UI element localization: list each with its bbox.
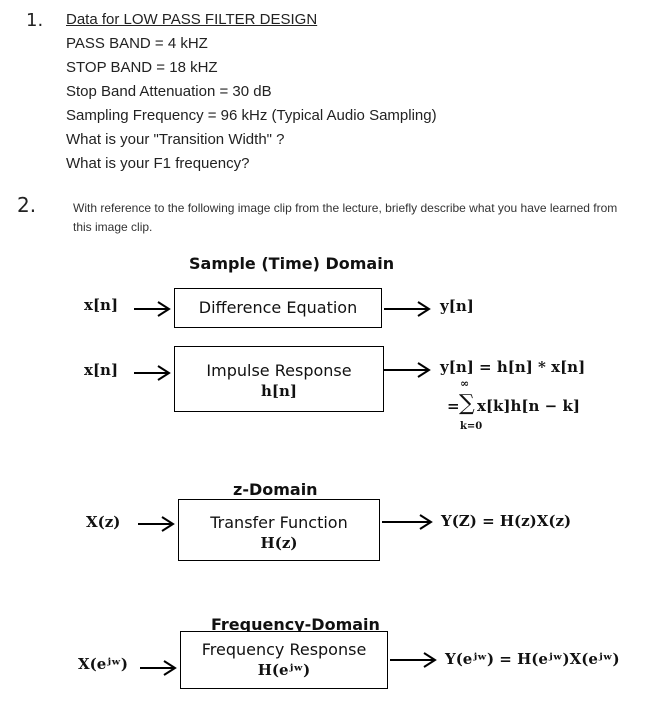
question-1-line: What is your "Transition Width" ? — [66, 131, 285, 148]
frequency-response-label: Frequency Response — [201, 640, 367, 659]
frequency-domain-title: Frequency-Domain — [211, 615, 380, 634]
question-1-line: STOP BAND = 18 kHZ — [66, 59, 218, 76]
row1-output: y[n] — [440, 297, 474, 315]
z-output-equation: Y(Z) = H(z)X(z) — [441, 512, 572, 530]
convolution-equation: y[n] = h[n] * x[n] — [440, 358, 586, 376]
right-arrow-icon — [390, 652, 437, 668]
frequency-output-equation: Y(eʲʷ) = H(eʲʷ)X(eʲʷ) — [445, 650, 620, 668]
equals-sign: = — [447, 397, 460, 415]
convolution-sum: x[k]h[n − k] — [477, 397, 580, 415]
right-arrow-icon — [134, 301, 171, 317]
question-1-heading: Data for LOW PASS FILTER DESIGN — [66, 11, 318, 28]
right-arrow-icon — [382, 514, 433, 530]
right-arrow-icon — [384, 362, 431, 378]
right-arrow-icon — [384, 301, 431, 317]
transfer-function-label: Transfer Function — [210, 513, 348, 532]
question-1-line: PASS BAND = 4 kHZ — [66, 35, 208, 52]
right-arrow-icon — [134, 365, 171, 381]
frequency-response-box: Frequency Response H(eʲʷ) — [180, 631, 388, 689]
impulse-response-label: Impulse Response — [206, 361, 352, 380]
difference-equation-box: Difference Equation — [174, 288, 382, 328]
transfer-function-symbol: H(z) — [260, 534, 298, 552]
z-domain-title: z-Domain — [233, 480, 318, 499]
question-2-number: 2. — [17, 193, 37, 217]
question-2-text: With reference to the following image cl… — [73, 201, 618, 234]
question-1-line: What is your F1 frequency? — [66, 155, 250, 172]
transfer-function-box: Transfer Function H(z) — [178, 499, 380, 561]
right-arrow-icon — [138, 516, 175, 532]
sum-lower-limit: k=0 — [460, 421, 483, 432]
row2-input: x[n] — [84, 361, 119, 379]
summation-icon: ∑ — [459, 391, 475, 416]
row4-input: X(eʲʷ) — [78, 655, 129, 673]
question-1-line: Stop Band Attenuation = 30 dB — [66, 83, 272, 100]
row1-input: x[n] — [84, 296, 119, 314]
impulse-response-symbol: h[n] — [260, 382, 297, 400]
impulse-response-box: Impulse Response h[n] — [174, 346, 384, 412]
row3-input: X(z) — [86, 513, 121, 531]
question-1-number: 1. — [26, 10, 44, 31]
time-domain-title: Sample (Time) Domain — [189, 254, 395, 273]
difference-equation-label: Difference Equation — [198, 298, 358, 317]
right-arrow-icon — [140, 660, 177, 676]
sum-upper-limit: ∞ — [460, 377, 470, 390]
question-1-line: Sampling Frequency = 96 kHz (Typical Aud… — [66, 107, 437, 124]
frequency-response-symbol: H(eʲʷ) — [257, 661, 311, 679]
